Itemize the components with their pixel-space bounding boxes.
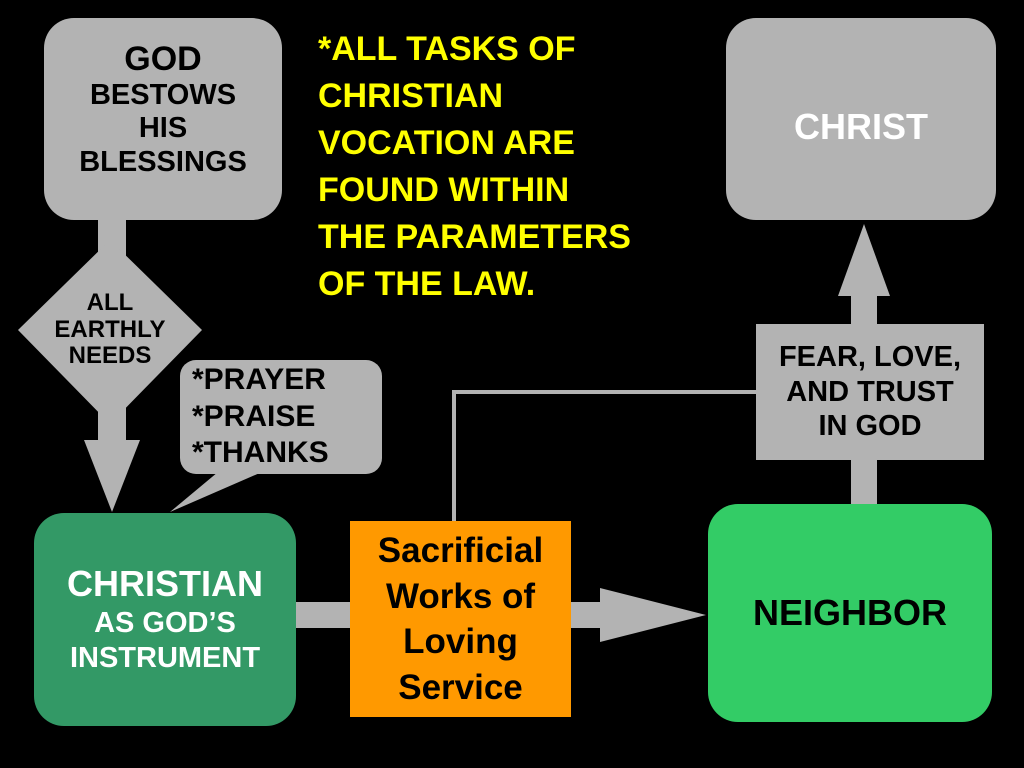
god-box-line-3: HIS <box>138 112 188 145</box>
works-to-fear-line <box>452 390 760 521</box>
christ-label: CHRIST <box>794 106 928 147</box>
fear-line-2: AND TRUST <box>786 375 954 408</box>
god-bestows-box: GOD BESTOWS HIS BLESSINGS <box>44 18 282 220</box>
christian-line-3: INSTRUMENT <box>69 642 261 675</box>
works-line-2: Works of <box>385 576 536 616</box>
works-line-3: Loving <box>403 622 518 661</box>
christian-line-1: CHRISTIAN <box>67 563 263 605</box>
earthly-needs-label: ALL EARTHLY NEEDS <box>20 240 200 420</box>
neighbor-box: NEIGHBOR <box>708 504 992 722</box>
sacrificial-works-box: Sacrificial Works of Loving Service <box>350 521 571 717</box>
god-box-line-4: BLESSINGS <box>79 145 247 178</box>
bubble-line-3: *THANKS <box>192 436 329 470</box>
note-line-1: *ALL TASKS OF <box>318 30 576 68</box>
christian-to-works-shaft <box>294 602 354 628</box>
earthly-needs-diamond <box>18 240 202 424</box>
works-to-neighbor-arrowhead <box>600 588 706 642</box>
note-line-5: THE PARAMETERS <box>318 217 631 256</box>
neighbor-to-christ-arrowhead <box>838 224 890 296</box>
note-line-6: OF THE LAW. <box>318 264 536 303</box>
needs-line-3: NEEDS <box>68 342 152 370</box>
neighbor-label: NEIGHBOR <box>752 592 947 633</box>
god-to-christian-arrowhead <box>84 440 140 512</box>
response-bubble-label: *PRAYER *PRAISE *THANKS <box>180 360 382 474</box>
works-line-1: Sacrificial <box>377 531 544 570</box>
christian-instrument-box: CHRISTIAN AS GOD’S INSTRUMENT <box>34 513 296 726</box>
fear-line-3: IN GOD <box>818 410 922 443</box>
note-line-2: CHRISTIAN <box>318 76 504 115</box>
vocation-note: *ALL TASKS OF CHRISTIAN VOCATION ARE FOU… <box>318 26 708 307</box>
bubble-line-1: *PRAYER <box>192 363 326 397</box>
god-box-line-1: GOD <box>124 40 202 78</box>
christian-line-2: AS GOD’S <box>94 607 236 640</box>
fear-line-1: FEAR, LOVE, <box>778 340 962 373</box>
response-bubble-shape <box>180 360 382 474</box>
god-box-line-2: BESTOWS <box>89 79 237 112</box>
response-bubble-tail <box>170 472 262 512</box>
needs-line-2: EARTHLY <box>54 315 166 343</box>
note-line-4: FOUND WITHIN <box>318 170 570 209</box>
note-line-3: VOCATION ARE <box>318 123 575 162</box>
needs-line-1: ALL <box>86 288 134 316</box>
christ-box: CHRIST <box>726 18 996 220</box>
bubble-line-2: *PRAISE <box>192 399 316 433</box>
fear-love-trust-box: FEAR, LOVE, AND TRUST IN GOD <box>756 324 984 460</box>
works-line-4: Service <box>398 667 523 707</box>
